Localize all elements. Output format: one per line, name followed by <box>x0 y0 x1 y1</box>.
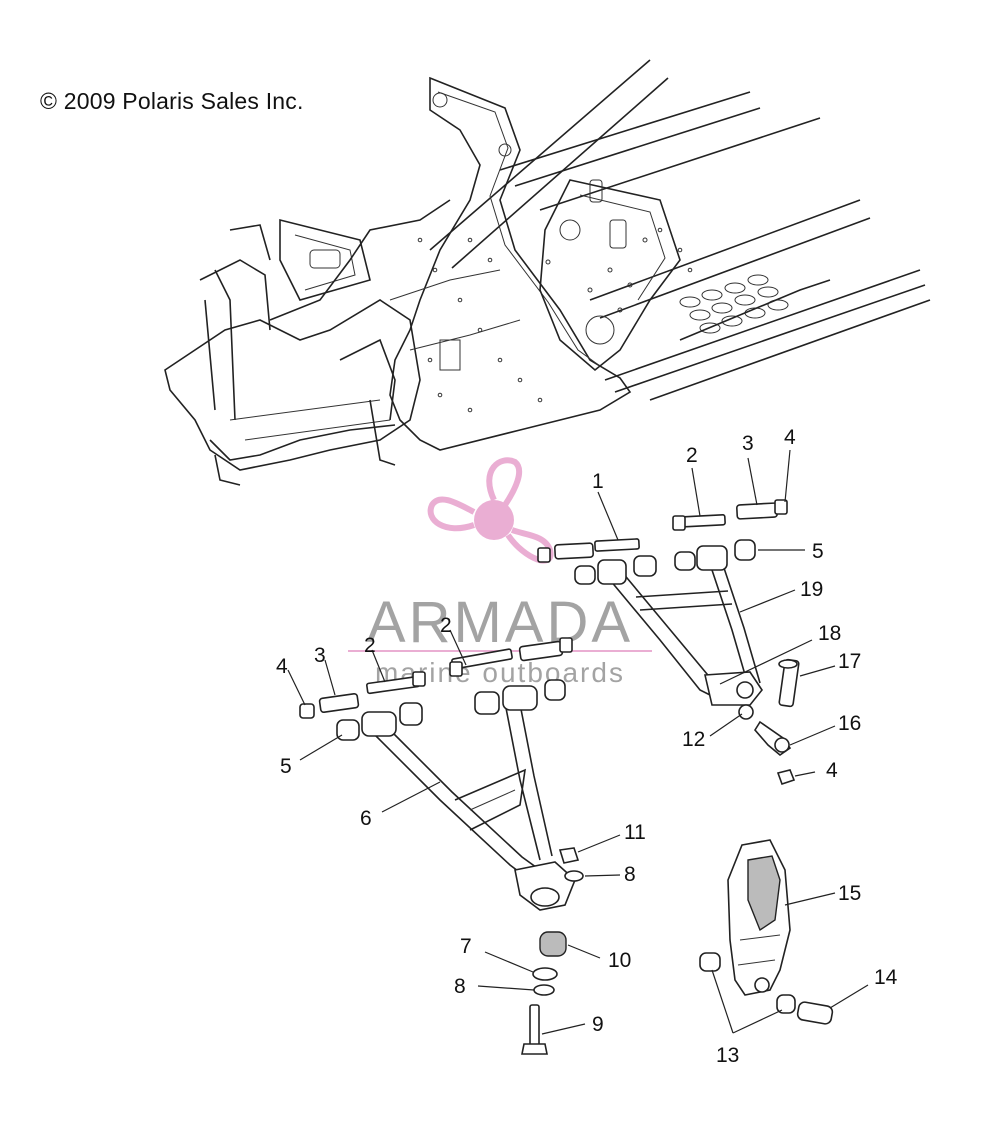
callout-9: 9 <box>592 1013 604 1036</box>
callout-7: 7 <box>460 935 472 958</box>
callout-5-lower: 5 <box>280 755 292 778</box>
lower-hardware <box>299 637 584 1055</box>
callout-5-upper: 5 <box>812 540 824 563</box>
propeller-icon <box>427 457 554 564</box>
callout-13: 13 <box>716 1044 739 1067</box>
callout-19: 19 <box>800 578 823 601</box>
upper-hardware <box>537 499 800 786</box>
leader-lines <box>287 449 869 1035</box>
callout-labels: 1 2 3 4 5 19 18 17 16 12 4 2 2 3 4 5 6 1… <box>276 426 898 1067</box>
callout-4-upper: 4 <box>784 426 796 449</box>
callout-4-lower: 4 <box>276 655 288 678</box>
callout-14: 14 <box>874 966 898 989</box>
copyright-notice: © 2009 Polaris Sales Inc. <box>40 88 304 114</box>
callout-2-lower-right: 2 <box>440 614 452 637</box>
callout-8-lower: 8 <box>454 975 466 998</box>
callout-1: 1 <box>592 470 604 493</box>
callout-15: 15 <box>838 882 861 905</box>
callout-6: 6 <box>360 807 372 830</box>
callout-2-upper: 2 <box>686 444 698 467</box>
chassis-frame <box>164 59 931 486</box>
upper-a-arm <box>574 539 763 706</box>
callout-11: 11 <box>624 821 646 844</box>
callout-16: 16 <box>838 712 861 735</box>
callout-18: 18 <box>818 622 841 645</box>
callout-4-right: 4 <box>826 759 838 782</box>
callout-17: 17 <box>838 650 861 673</box>
lower-a-arm <box>336 679 576 911</box>
callout-3-upper: 3 <box>742 432 754 455</box>
callout-10: 10 <box>608 949 631 972</box>
callout-3-lower: 3 <box>314 644 326 667</box>
watermark-brand: ARMADA <box>367 590 633 655</box>
spindle <box>699 839 834 1025</box>
callout-8-upper: 8 <box>624 863 636 886</box>
callout-12: 12 <box>682 728 705 751</box>
callout-2-lower-left: 2 <box>364 634 376 657</box>
